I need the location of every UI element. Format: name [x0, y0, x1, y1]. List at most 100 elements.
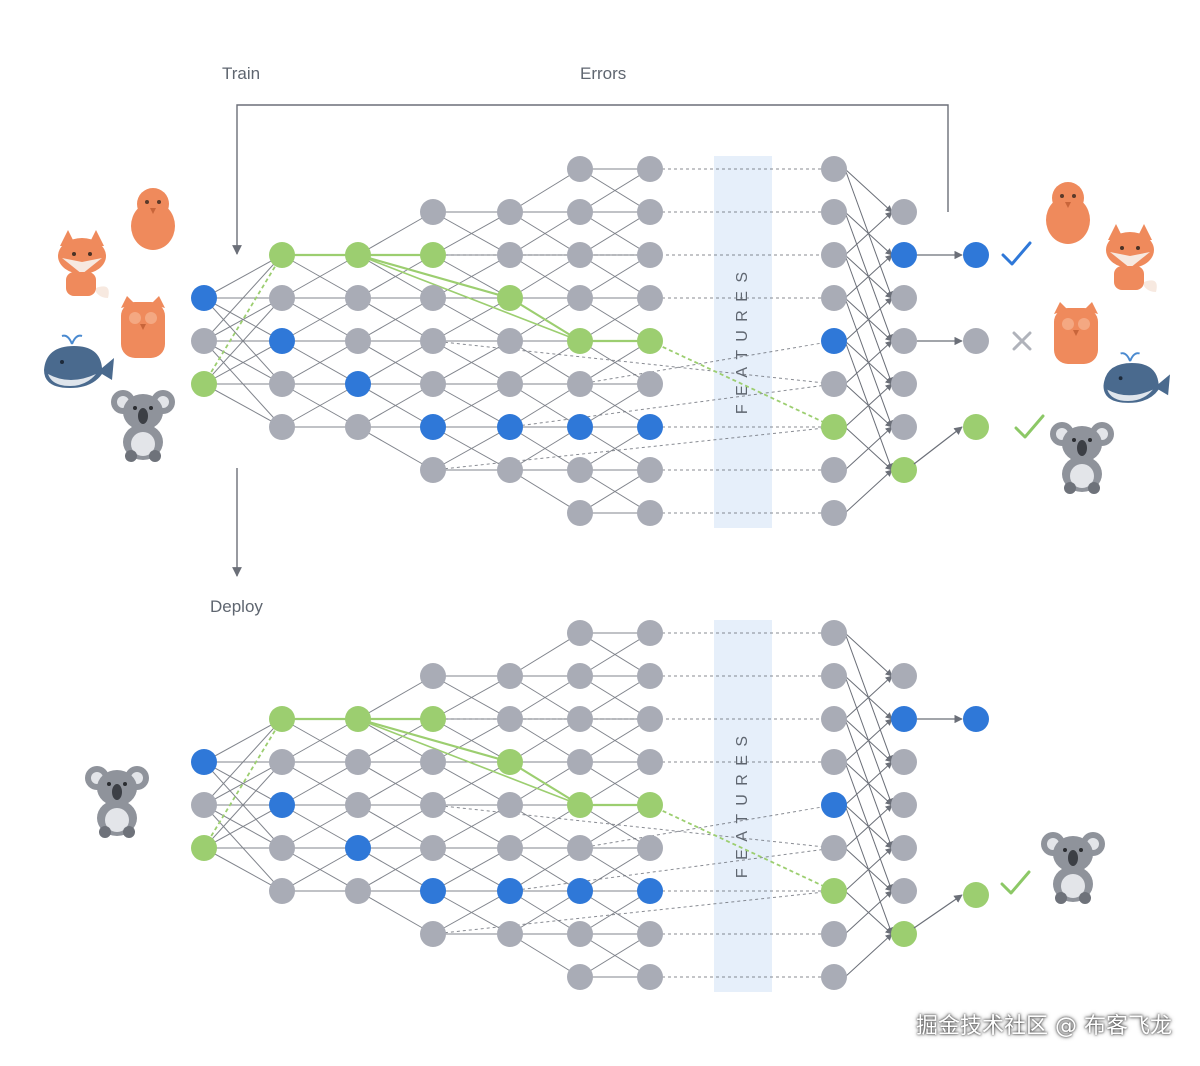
- node: [567, 706, 593, 732]
- node: [345, 792, 371, 818]
- feature-output-edges: [844, 168, 894, 514]
- features-band-bottom: [714, 620, 772, 992]
- node: [345, 371, 371, 397]
- node: [420, 921, 446, 947]
- node: [637, 242, 663, 268]
- output-node: [963, 328, 989, 354]
- node: [567, 242, 593, 268]
- node: [497, 199, 523, 225]
- node: [191, 835, 217, 861]
- node: [567, 749, 593, 775]
- node: [637, 964, 663, 990]
- koala-icon: [111, 390, 175, 462]
- node: [891, 878, 917, 904]
- koala-icon: [85, 766, 149, 838]
- node: [567, 199, 593, 225]
- node: [345, 414, 371, 440]
- node: [567, 500, 593, 526]
- node: [420, 835, 446, 861]
- node: [821, 706, 847, 732]
- node: [891, 285, 917, 311]
- node: [821, 242, 847, 268]
- network-train: [191, 156, 989, 526]
- nodes: [191, 620, 989, 990]
- owl-icon: [121, 296, 165, 358]
- node: [637, 414, 663, 440]
- node: [497, 749, 523, 775]
- node: [821, 328, 847, 354]
- node: [420, 706, 446, 732]
- node: [567, 414, 593, 440]
- node: [497, 792, 523, 818]
- node: [269, 878, 295, 904]
- node: [637, 749, 663, 775]
- node: [891, 792, 917, 818]
- node: [420, 749, 446, 775]
- node: [891, 921, 917, 947]
- node: [637, 328, 663, 354]
- node: [191, 328, 217, 354]
- node: [637, 663, 663, 689]
- node: [821, 414, 847, 440]
- node: [497, 663, 523, 689]
- outcome-check-2: [1014, 414, 1045, 439]
- chick-icon: [131, 188, 175, 250]
- node: [567, 835, 593, 861]
- node: [637, 285, 663, 311]
- node: [497, 706, 523, 732]
- node: [567, 921, 593, 947]
- output-node: [963, 242, 989, 268]
- node: [269, 706, 295, 732]
- node: [420, 878, 446, 904]
- node: [891, 371, 917, 397]
- node: [345, 749, 371, 775]
- node: [637, 620, 663, 646]
- node: [821, 749, 847, 775]
- node: [497, 328, 523, 354]
- node: [497, 414, 523, 440]
- errors-label: Errors: [580, 64, 627, 83]
- output-node: [963, 414, 989, 440]
- node: [891, 199, 917, 225]
- node: [420, 242, 446, 268]
- node: [821, 663, 847, 689]
- network-deploy: [191, 620, 989, 990]
- node: [637, 371, 663, 397]
- fox-icon: [58, 230, 109, 298]
- node: [269, 749, 295, 775]
- output-node: [963, 706, 989, 732]
- node: [497, 921, 523, 947]
- node: [269, 792, 295, 818]
- node: [637, 706, 663, 732]
- node: [269, 371, 295, 397]
- node: [191, 285, 217, 311]
- features-label-top: F E A T U R E S: [734, 270, 751, 414]
- node: [821, 371, 847, 397]
- node: [821, 285, 847, 311]
- node: [497, 371, 523, 397]
- feature-output-edges: [844, 632, 894, 978]
- node: [345, 242, 371, 268]
- outcome-check-deploy: [1000, 870, 1031, 895]
- node: [269, 835, 295, 861]
- node: [567, 964, 593, 990]
- node: [420, 199, 446, 225]
- node: [420, 285, 446, 311]
- node: [345, 835, 371, 861]
- node: [637, 156, 663, 182]
- deploy-label: Deploy: [210, 597, 263, 616]
- outcome-check-1: [1001, 241, 1032, 266]
- node: [821, 156, 847, 182]
- output-node: [963, 882, 989, 908]
- whale-icon: [1103, 352, 1170, 403]
- node: [497, 242, 523, 268]
- node: [345, 706, 371, 732]
- node: [637, 878, 663, 904]
- node: [637, 921, 663, 947]
- node: [891, 328, 917, 354]
- fox-icon: [1106, 224, 1157, 292]
- node: [637, 500, 663, 526]
- node: [191, 792, 217, 818]
- node: [345, 878, 371, 904]
